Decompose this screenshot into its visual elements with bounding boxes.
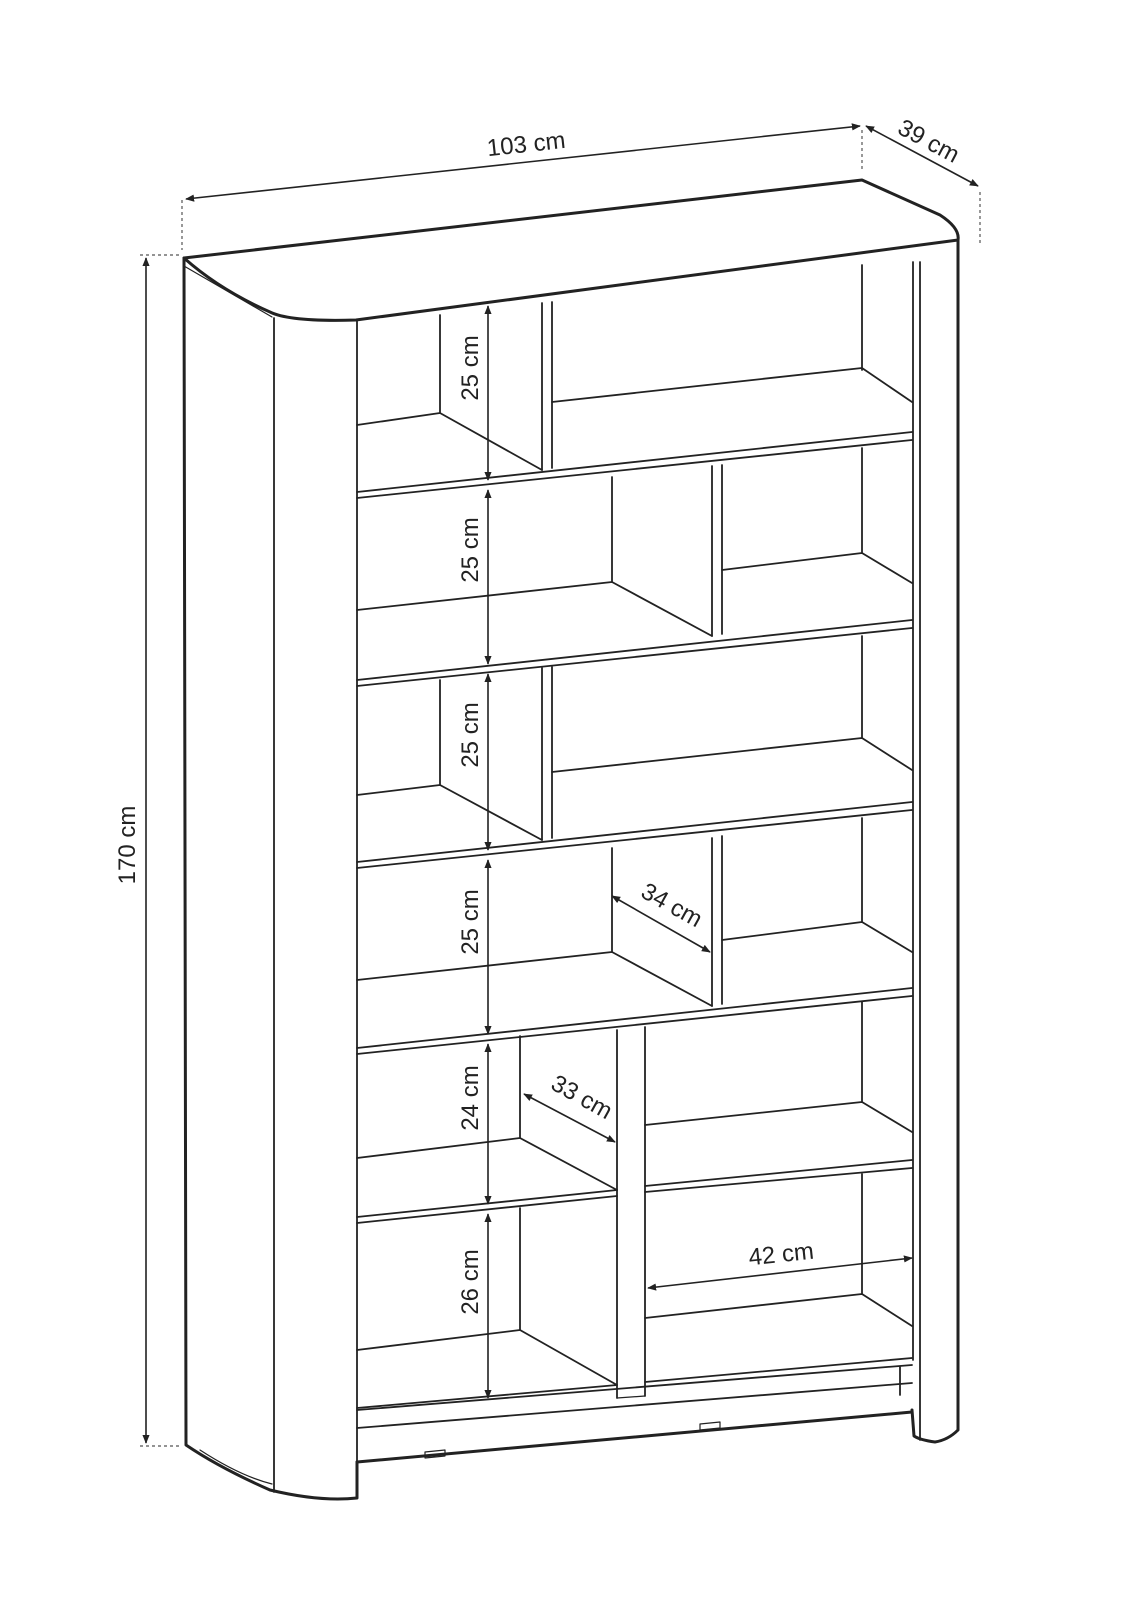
base-plinth xyxy=(355,1364,914,1464)
row-5-height-label: 24 cm xyxy=(457,1065,484,1130)
row-3-height-label: 25 cm xyxy=(457,702,484,767)
compartment-width-arrow xyxy=(647,1255,913,1291)
depth-dimension-arrow xyxy=(865,125,979,187)
row-4-height-label: 25 cm xyxy=(457,889,484,954)
left-side-panel xyxy=(182,256,359,1501)
width-dimension-arrow xyxy=(185,123,861,202)
row-2-compartments xyxy=(356,447,913,637)
row-1-height-label: 25 cm xyxy=(457,335,484,400)
dimension-lines xyxy=(140,123,981,1447)
row-6-height-label: 26 cm xyxy=(457,1249,484,1314)
row-1-compartments xyxy=(356,301,913,471)
inner-depth-lower-label: 33 cm xyxy=(547,1070,617,1125)
row-3-compartments xyxy=(356,635,913,841)
inner-depth-upper-arrow xyxy=(611,895,711,953)
row-2-height-label: 25 cm xyxy=(457,517,484,582)
depth-label: 39 cm xyxy=(893,114,963,169)
inner-depth-lower-arrow xyxy=(523,1093,616,1143)
height-label: 170 cm xyxy=(114,806,141,885)
width-label: 103 cm xyxy=(486,127,567,162)
row-5-compartments xyxy=(356,1001,913,1191)
compartment-width-label: 42 cm xyxy=(747,1238,815,1272)
right-side-panel xyxy=(861,238,960,1444)
top-panel xyxy=(182,178,960,322)
shelves xyxy=(356,431,913,1224)
inner-depth-upper-label: 34 cm xyxy=(637,878,707,933)
row-4-compartments xyxy=(356,817,913,1007)
lower-divider xyxy=(616,1026,646,1399)
